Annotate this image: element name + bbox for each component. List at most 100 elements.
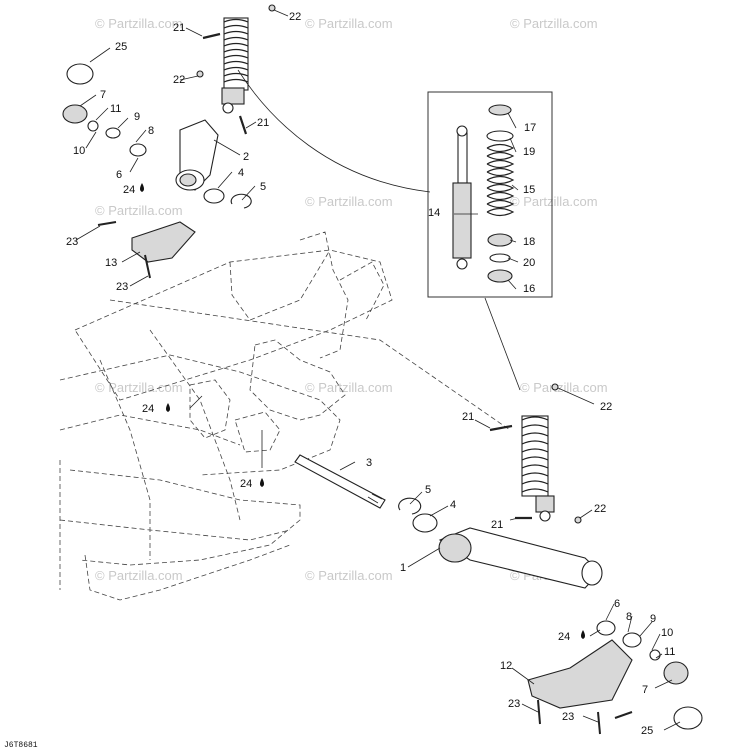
grease-drop-icon (581, 630, 585, 639)
callout-21: 21 (491, 519, 503, 531)
callout-8: 8 (148, 125, 154, 137)
callout-7: 7 (642, 684, 648, 696)
callout-21: 21 (462, 411, 474, 423)
callout-6: 6 (614, 598, 620, 610)
callout-5: 5 (260, 181, 266, 193)
callout-2: 2 (243, 151, 249, 163)
nut (649, 649, 661, 661)
callout-25: 25 (641, 725, 653, 737)
grease-drop-icons (140, 183, 585, 639)
callout-13: 13 (105, 257, 117, 269)
callout-7: 7 (100, 89, 106, 101)
callout-24: 24 (558, 631, 570, 643)
callout-14: 14 (428, 207, 440, 219)
circlip (230, 193, 252, 209)
callout-8: 8 (626, 611, 632, 623)
lock-ring (489, 253, 511, 263)
callout-20: 20 (523, 257, 535, 269)
damper-body (452, 182, 472, 259)
watermark: © Partzilla.com (305, 194, 393, 209)
frame-chassis (59, 231, 511, 601)
spring-retainer (486, 130, 514, 142)
fasteners (97, 4, 633, 735)
grease-drop-icon (260, 478, 264, 487)
connector-line (237, 69, 431, 193)
watermark: © Partzilla.com (305, 380, 393, 395)
spring-cap (488, 104, 512, 116)
watermark: © Partzilla.com (95, 16, 183, 31)
circlip (398, 497, 422, 515)
callout-22: 22 (594, 503, 606, 515)
watermark: © Partzilla.com (95, 380, 183, 395)
callout-24: 24 (240, 478, 252, 490)
coil-spring (486, 143, 515, 217)
spring-adjuster (487, 233, 513, 247)
callout-6: 6 (116, 169, 122, 181)
hub-cap (663, 661, 689, 685)
lower-swing-arm (398, 497, 703, 730)
callout-10: 10 (661, 627, 673, 639)
shock-detail-inset (427, 91, 553, 298)
callout-15: 15 (523, 184, 535, 196)
callout-10: 10 (73, 145, 85, 157)
callout-4: 4 (450, 499, 456, 511)
seal (596, 620, 616, 636)
watermark: © Partzilla.com (305, 568, 393, 583)
watermark: © Partzilla.com (95, 568, 183, 583)
callout-9: 9 (134, 111, 140, 123)
watermark: © Partzilla.com (305, 16, 393, 31)
callout-24: 24 (142, 403, 154, 415)
callout-22: 22 (173, 74, 185, 86)
callout-1: 1 (400, 562, 406, 574)
clamp-ring (673, 706, 703, 730)
drive-shaft (294, 454, 386, 509)
callout-12: 12 (500, 660, 512, 672)
watermark: © Partzilla.com (510, 194, 598, 209)
spring-seat (487, 269, 513, 283)
callout-23: 23 (562, 711, 574, 723)
seal (129, 143, 147, 157)
callout-22: 22 (289, 11, 301, 23)
watermark-group: © Partzilla.com © Partzilla.com © Partzi… (95, 16, 608, 583)
callout-24: 24 (123, 184, 135, 196)
callout-11: 11 (664, 646, 675, 658)
callout-labels: 25 7 11 9 8 10 6 24 2 4 5 23 13 23 21 22… (66, 11, 675, 737)
clamp-ring (66, 63, 94, 85)
upper-shock-assembly (221, 17, 249, 114)
callout-23: 23 (116, 281, 128, 293)
nut (87, 120, 99, 132)
callout-21: 21 (257, 117, 269, 129)
damper-eye-top (456, 125, 468, 137)
bearing (203, 188, 225, 204)
lower-shock-assembly (521, 415, 555, 522)
connector-line (484, 297, 521, 391)
callout-5: 5 (425, 484, 431, 496)
callout-18: 18 (523, 236, 535, 248)
callout-19: 19 (523, 146, 535, 158)
damper-eye-bottom (456, 258, 468, 270)
damper-rod (457, 132, 468, 184)
leader-lines (75, 9, 681, 731)
callout-9: 9 (650, 613, 656, 625)
callout-21: 21 (173, 22, 185, 34)
grease-drop-icon (166, 403, 170, 412)
callout-4: 4 (238, 167, 244, 179)
hub-cap (62, 104, 88, 124)
callout-17: 17 (524, 122, 536, 134)
upper-arm-assembly (62, 63, 252, 263)
watermark: © Partzilla.com (510, 16, 598, 31)
drawing-code: J6T8681 (4, 741, 38, 750)
callout-23: 23 (66, 236, 78, 248)
watermark: © Partzilla.com (95, 203, 183, 218)
callout-11: 11 (110, 103, 121, 115)
callout-25: 25 (115, 41, 127, 53)
grease-drop-icon (140, 183, 144, 192)
watermark: © Partzilla.com (520, 380, 608, 395)
bracket (131, 221, 196, 263)
callout-22: 22 (600, 401, 612, 413)
callout-23: 23 (508, 698, 520, 710)
bracket (527, 639, 633, 709)
bearing (412, 513, 438, 533)
callout-16: 16 (523, 283, 535, 295)
